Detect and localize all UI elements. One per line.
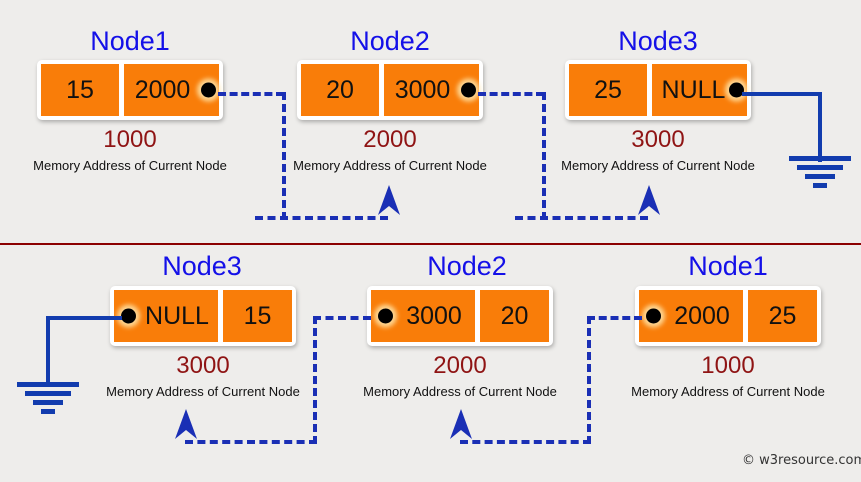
top-node2-pointer-cell: 3000 [384, 64, 479, 116]
bottom-node2-pointer-cell: 3000 [371, 290, 475, 342]
section-divider [0, 243, 861, 245]
bottom-link2-segment-vertical [587, 316, 591, 444]
bottom-link1-arrowhead-icon [175, 409, 197, 439]
top-link1-arrowhead-icon [378, 185, 400, 215]
top-ground-segment-vertical [818, 92, 822, 162]
top-node1-pointer-value: 2000 [134, 75, 191, 104]
bottom-node2-address: 2000 [433, 352, 487, 379]
bottom-node3-caption: Memory Address of Current Node [106, 384, 300, 399]
bottom-ground-segment-vertical [46, 316, 50, 386]
top-link1-segment-vertical [282, 92, 286, 220]
bottom-ground-segment-horizontal [46, 316, 122, 320]
top-ground-segment-horizontal [742, 92, 822, 96]
top-ground-symbol-icon [789, 156, 851, 188]
bottom-node2-title: Node2 [427, 251, 507, 281]
top-node2-caption: Memory Address of Current Node [293, 158, 487, 173]
bottom-node1-caption: Memory Address of Current Node [631, 384, 825, 399]
bottom-node2-data-cell: 20 [480, 290, 549, 342]
top-link2-segment-vertical [542, 92, 546, 220]
top-node2-pointer-dot-icon [461, 82, 476, 98]
bottom-node2-box: 3000 20 [367, 286, 553, 346]
top-node2-address: 2000 [363, 126, 417, 153]
bottom-node3-data-cell: 15 [223, 290, 292, 342]
top-node3-pointer-dot-icon [729, 82, 744, 98]
top-node3-caption: Memory Address of Current Node [561, 158, 755, 173]
bottom-node1-address: 1000 [701, 352, 755, 379]
bottom-node1-pointer-cell: 2000 [639, 290, 743, 342]
bottom-node2-caption: Memory Address of Current Node [363, 384, 557, 399]
top-node1-data-value: 15 [66, 75, 94, 104]
bottom-node3-data-value: 15 [243, 301, 272, 330]
top-node1-caption: Memory Address of Current Node [33, 158, 227, 173]
top-node3-data-value: 25 [594, 75, 622, 104]
bottom-node3-pointer-dot-icon [121, 308, 136, 324]
bottom-node3-title: Node3 [162, 251, 242, 281]
bottom-node3-pointer-cell: NULL [114, 290, 218, 342]
bottom-node1-title: Node1 [688, 251, 768, 281]
top-link2-segment-horizontal-in [515, 216, 648, 220]
top-node1-address: 1000 [103, 126, 157, 153]
bottom-ground-symbol-icon [17, 382, 79, 414]
bottom-link2-segment-horizontal-in [460, 440, 591, 444]
bottom-node3-box: NULL 15 [110, 286, 296, 346]
bottom-node1-data-cell: 25 [748, 290, 817, 342]
top-node1-title: Node1 [90, 26, 170, 56]
bottom-node2-pointer-dot-icon [378, 308, 393, 324]
top-node3-address: 3000 [631, 126, 685, 153]
top-node2-pointer-value: 3000 [394, 75, 451, 104]
watermark: © w3resource.com [742, 453, 861, 468]
top-node2-box: 20 3000 [297, 60, 483, 120]
top-node2-data-cell: 20 [301, 64, 379, 116]
top-node1-pointer-cell: 2000 [124, 64, 219, 116]
bottom-node2-pointer-value: 3000 [406, 301, 462, 330]
bottom-node1-data-value: 25 [768, 301, 797, 330]
bottom-link2-segment-horizontal-out [587, 316, 642, 320]
bottom-link2-arrowhead-icon [450, 409, 472, 439]
bottom-node1-box: 2000 25 [635, 286, 821, 346]
top-node2-data-value: 20 [326, 75, 354, 104]
top-link1-segment-horizontal-out [218, 92, 284, 96]
top-node1-data-cell: 15 [41, 64, 119, 116]
top-link2-segment-horizontal-out [478, 92, 544, 96]
top-node3-pointer-cell: NULL [652, 64, 747, 116]
top-node3-pointer-value: NULL [661, 75, 726, 104]
bottom-node1-pointer-value: 2000 [674, 301, 730, 330]
top-node1-pointer-dot-icon [201, 82, 216, 98]
top-link2-arrowhead-icon [638, 185, 660, 215]
bottom-node3-address: 3000 [176, 352, 230, 379]
bottom-node1-pointer-dot-icon [646, 308, 661, 324]
top-node3-data-cell: 25 [569, 64, 647, 116]
bottom-link1-segment-horizontal-in [185, 440, 317, 444]
top-node3-title: Node3 [618, 26, 698, 56]
top-node3-box: 25 NULL [565, 60, 751, 120]
bottom-link1-segment-horizontal-out [313, 316, 371, 320]
top-node1-box: 15 2000 [37, 60, 223, 120]
bottom-link1-segment-vertical [313, 316, 317, 444]
top-node2-title: Node2 [350, 26, 430, 56]
top-link1-segment-horizontal-in [255, 216, 388, 220]
bottom-node2-data-value: 20 [500, 301, 529, 330]
bottom-node3-pointer-value: NULL [145, 301, 209, 330]
